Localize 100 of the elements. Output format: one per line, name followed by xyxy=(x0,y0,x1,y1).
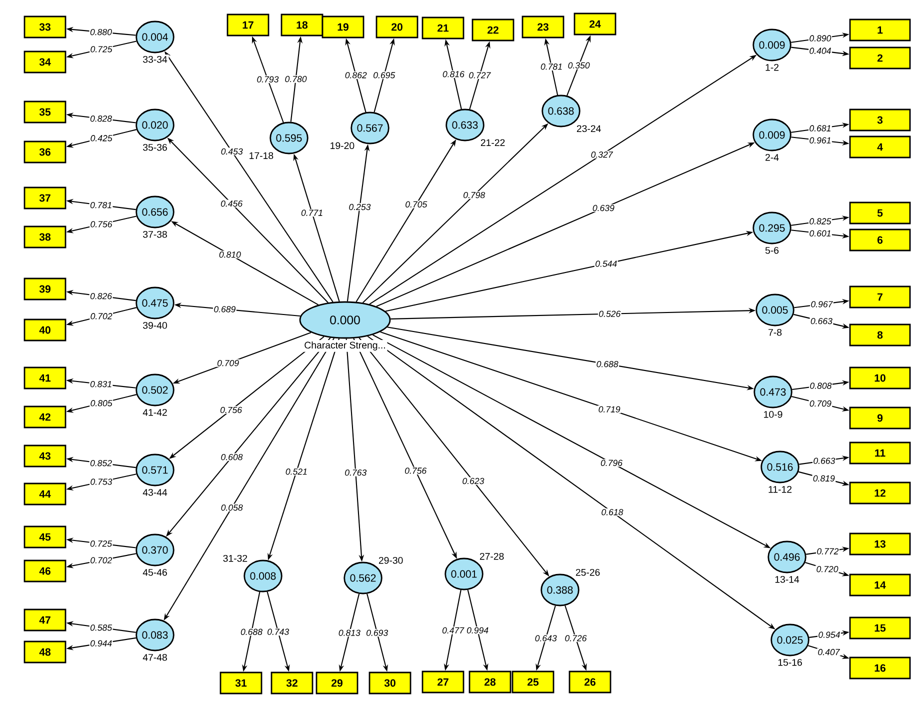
edge-label: 0.719 xyxy=(598,406,622,414)
indicator-box: 15 xyxy=(849,616,911,640)
indicator-box: 24 xyxy=(574,12,616,36)
node-caption: 45-46 xyxy=(141,568,169,578)
edge-label: 0.688 xyxy=(240,628,264,636)
indicator-box: 8 xyxy=(849,324,911,346)
edge-label: 0.810 xyxy=(218,250,242,258)
indicator-box: 22 xyxy=(472,18,514,42)
node-caption: 35-36 xyxy=(141,142,169,152)
edge-label: 0.831 xyxy=(89,380,113,388)
edge-label: 0.702 xyxy=(89,556,113,564)
edge-label: 0.743 xyxy=(266,628,290,636)
indicator-box: 45 xyxy=(24,526,66,548)
edge-label: 0.639 xyxy=(592,204,616,212)
edge-label: 0.756 xyxy=(90,220,113,228)
indicator-box: 13 xyxy=(849,532,911,556)
edge-label: 0.601 xyxy=(808,230,832,238)
indicator-box: 31 xyxy=(220,672,262,694)
indicator-box: 27 xyxy=(422,670,464,694)
edge-label: 0.725 xyxy=(90,45,113,54)
edge-label: 0.798 xyxy=(462,191,486,199)
indicator-box: 43 xyxy=(24,444,66,468)
edge-label: 0.702 xyxy=(90,312,114,320)
edge-label: 0.828 xyxy=(89,114,113,122)
edge-label: 0.456 xyxy=(220,200,244,208)
edge-label: 0.693 xyxy=(365,629,389,637)
edge-label: 0.852 xyxy=(89,459,113,467)
indicator-box: 30 xyxy=(368,672,412,694)
edge-label: 0.805 xyxy=(90,399,114,407)
node-caption: 43-44 xyxy=(141,488,169,498)
indicator-box: 41 xyxy=(24,366,66,390)
indicator-box: 10 xyxy=(849,366,911,390)
edge-label: 0.477 xyxy=(441,626,465,634)
edge-label: 0.327 xyxy=(590,150,614,158)
edge-label: 0.688 xyxy=(596,360,620,368)
edge-label: 0.961 xyxy=(808,136,832,144)
indicator-box: 25 xyxy=(512,670,554,694)
edge-label: 0.453 xyxy=(220,148,244,156)
edge-label: 0.756 xyxy=(219,406,243,414)
indicator-box: 9 xyxy=(849,406,911,430)
indicator-box: 14 xyxy=(849,574,911,596)
indicator-box: 1 xyxy=(849,18,911,42)
edge-label: 0.808 xyxy=(809,382,832,390)
indicator-box: 4 xyxy=(849,136,911,158)
edge-label: 0.663 xyxy=(812,457,836,465)
edge-label: 0.407 xyxy=(817,648,840,656)
node-caption: 41-42 xyxy=(141,408,169,418)
node-caption: 11-12 xyxy=(766,484,794,494)
edge-label: 0.890 xyxy=(808,34,832,42)
edge-label: 0.663 xyxy=(810,317,834,325)
edge-label: 0.816 xyxy=(442,70,466,78)
node-caption: 15-16 xyxy=(776,658,804,668)
edge-label: 0.772 xyxy=(816,548,840,556)
edge-label: 0.781 xyxy=(540,62,564,70)
edge-label: 0.705 xyxy=(404,200,428,208)
edge-label: 0.944 xyxy=(89,640,113,648)
edge-label: 0.681 xyxy=(808,124,832,132)
edge-label: 0.253 xyxy=(348,203,372,211)
indicator-box: 7 xyxy=(849,286,911,308)
node-caption: 33-34 xyxy=(141,54,169,64)
edge-label: 0.585 xyxy=(89,624,113,632)
edge-label: 0.695 xyxy=(372,71,396,79)
edge-label: 0.819 xyxy=(812,474,836,482)
edge-label: 0.796 xyxy=(600,459,624,467)
edge-label: 0.880 xyxy=(89,28,113,36)
edge-label: 0.781 xyxy=(89,201,113,209)
indicator-box: 18 xyxy=(280,14,324,36)
edge-label: 0.826 xyxy=(89,292,113,300)
edge-label: 0.618 xyxy=(600,508,624,516)
edge-label: 0.350 xyxy=(567,62,591,70)
edge-label: 0.689 xyxy=(213,305,236,314)
edge-label: 0.623 xyxy=(462,477,485,485)
indicator-box: 20 xyxy=(376,16,418,38)
indicator-box: 37 xyxy=(24,186,66,210)
node-caption: 10-9 xyxy=(762,410,784,420)
indicator-box: 44 xyxy=(24,482,66,506)
indicator-box: 35 xyxy=(24,100,66,124)
edge-label: 0.608 xyxy=(220,453,244,461)
indicator-box: 3 xyxy=(849,108,911,132)
edge-label: 0.725 xyxy=(89,540,113,548)
node-caption: 37-38 xyxy=(141,230,169,240)
edge-label: 0.425 xyxy=(90,134,114,142)
edge-label: 0.404 xyxy=(808,47,832,55)
indicator-box: 23 xyxy=(522,16,564,38)
edge-label: 0.967 xyxy=(810,300,834,308)
indicator-box: 38 xyxy=(24,226,66,248)
node-caption: 7-8 xyxy=(766,328,784,338)
indicator-box: 16 xyxy=(849,656,911,680)
indicator-box: 17 xyxy=(226,14,270,36)
indicator-box: 6 xyxy=(849,228,911,252)
edge-label: 0.521 xyxy=(284,468,308,476)
edge-label: 0.813 xyxy=(338,629,362,637)
indicator-box: 26 xyxy=(568,670,612,694)
node-caption: 47-48 xyxy=(141,652,169,662)
indicator-box: 46 xyxy=(24,560,66,582)
edge-label: 0.756 xyxy=(404,466,428,474)
node-caption: 13-14 xyxy=(773,574,801,584)
indicator-box: 19 xyxy=(322,16,364,38)
edge-label: 0.727 xyxy=(468,71,492,80)
node-caption: 1-2 xyxy=(764,62,780,72)
